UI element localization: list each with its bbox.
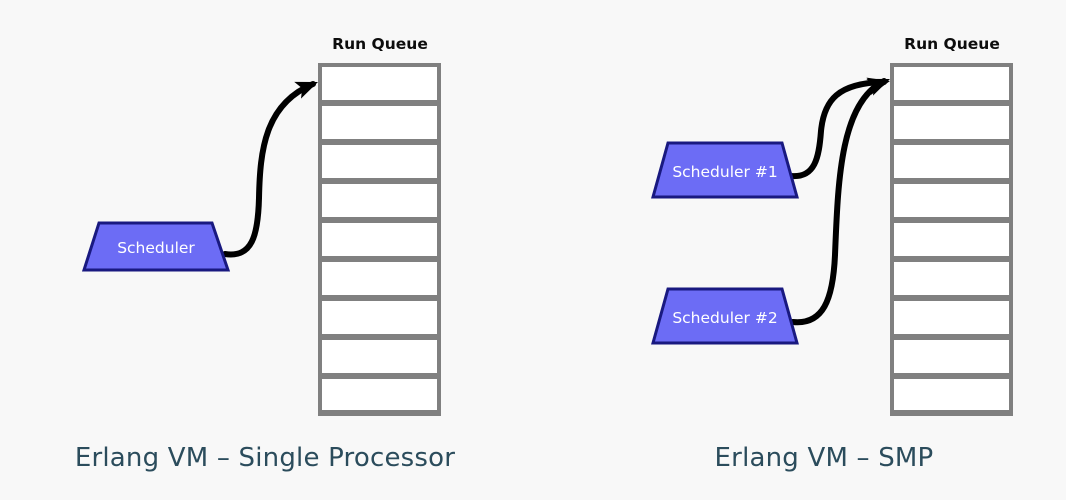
run-queue-cell xyxy=(318,336,441,377)
run-queue-cell xyxy=(318,297,441,338)
run-queue-cell xyxy=(890,297,1013,338)
scheduler-node[interactable] xyxy=(81,221,231,272)
run-queue-cell xyxy=(890,258,1013,299)
run-queue-label: Run Queue xyxy=(332,35,428,53)
run-queue-cell xyxy=(318,180,441,221)
run-queue-cell xyxy=(318,102,441,143)
scheduler-to-queue-arrow xyxy=(222,81,316,258)
run-queue-cell xyxy=(318,258,441,299)
run-queue-cell xyxy=(890,219,1013,260)
run-queue-cell xyxy=(890,375,1013,416)
run-queue-cell xyxy=(890,63,1013,104)
scheduler1-to-queue-arrow xyxy=(788,79,887,180)
run-queue xyxy=(318,63,441,416)
run-queue-cell xyxy=(318,375,441,416)
run-queue-cell xyxy=(890,336,1013,377)
run-queue-label: Run Queue xyxy=(904,35,1000,53)
scheduler2-to-queue-arrow-head xyxy=(866,78,890,96)
scheduler-to-queue-arrow-head xyxy=(294,81,318,99)
run-queue-frame xyxy=(890,63,1013,414)
run-queue-cell xyxy=(890,141,1013,182)
scheduler-node[interactable] xyxy=(651,287,799,345)
run-queue-cell xyxy=(890,180,1013,221)
run-queue-frame xyxy=(318,63,441,414)
run-queue-cell xyxy=(318,219,441,260)
scheduler-node[interactable] xyxy=(651,141,799,199)
scheduler-node-label: Scheduler xyxy=(117,239,195,257)
panel-caption: Erlang VM – SMP xyxy=(715,443,934,473)
scheduler-node-label: Scheduler #1 xyxy=(672,163,777,181)
run-queue-cell xyxy=(890,102,1013,143)
scheduler2-to-queue-arrow xyxy=(790,78,887,326)
run-queue-cell xyxy=(318,141,441,182)
run-queue xyxy=(890,63,1013,416)
panel-caption: Erlang VM – Single Processor xyxy=(75,443,455,473)
run-queue-cell xyxy=(318,63,441,104)
scheduler-node-label: Scheduler #2 xyxy=(672,309,777,327)
